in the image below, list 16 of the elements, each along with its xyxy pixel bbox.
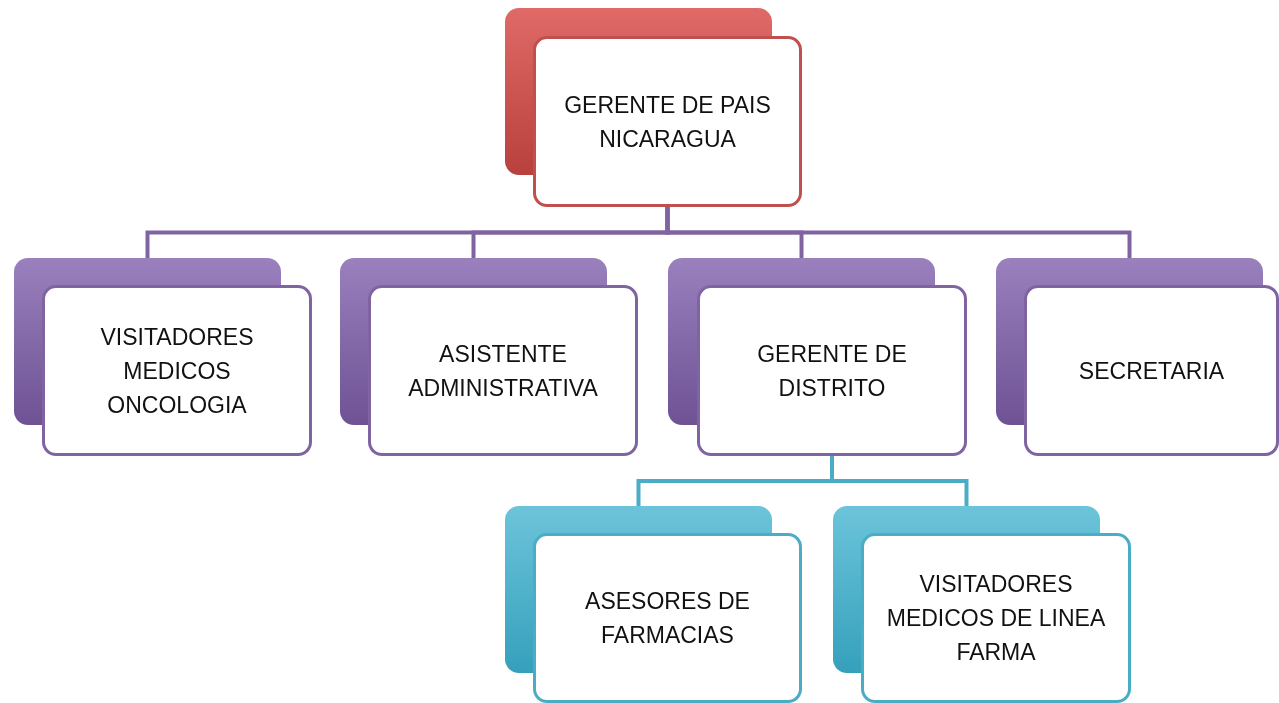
org-chart-box xyxy=(42,285,312,456)
box-label: SECRETARIA xyxy=(1078,356,1225,386)
org-chart-box xyxy=(533,533,802,703)
box-label: ASISTENTE ADMINISTRATIVA xyxy=(407,339,599,403)
box-label: GERENTE DE PAIS NICARAGUA xyxy=(563,90,772,154)
box-label: VISITADORES MEDICOS DE LINEA FARMA xyxy=(886,570,1106,667)
org-chart-box xyxy=(861,533,1131,703)
box-label: GERENTE DE DISTRITO xyxy=(756,339,908,403)
box-label: VISITADORES MEDICOS ONCOLOGIA xyxy=(99,322,255,420)
connector-line xyxy=(665,207,1132,258)
org-chart-box xyxy=(533,36,802,207)
org-chart-box xyxy=(1024,285,1279,456)
connector-line xyxy=(830,456,969,506)
box-label: ASESORES DE FARMACIAS xyxy=(584,587,751,650)
org-chart-box xyxy=(368,285,638,456)
org-chart-box xyxy=(697,285,967,456)
